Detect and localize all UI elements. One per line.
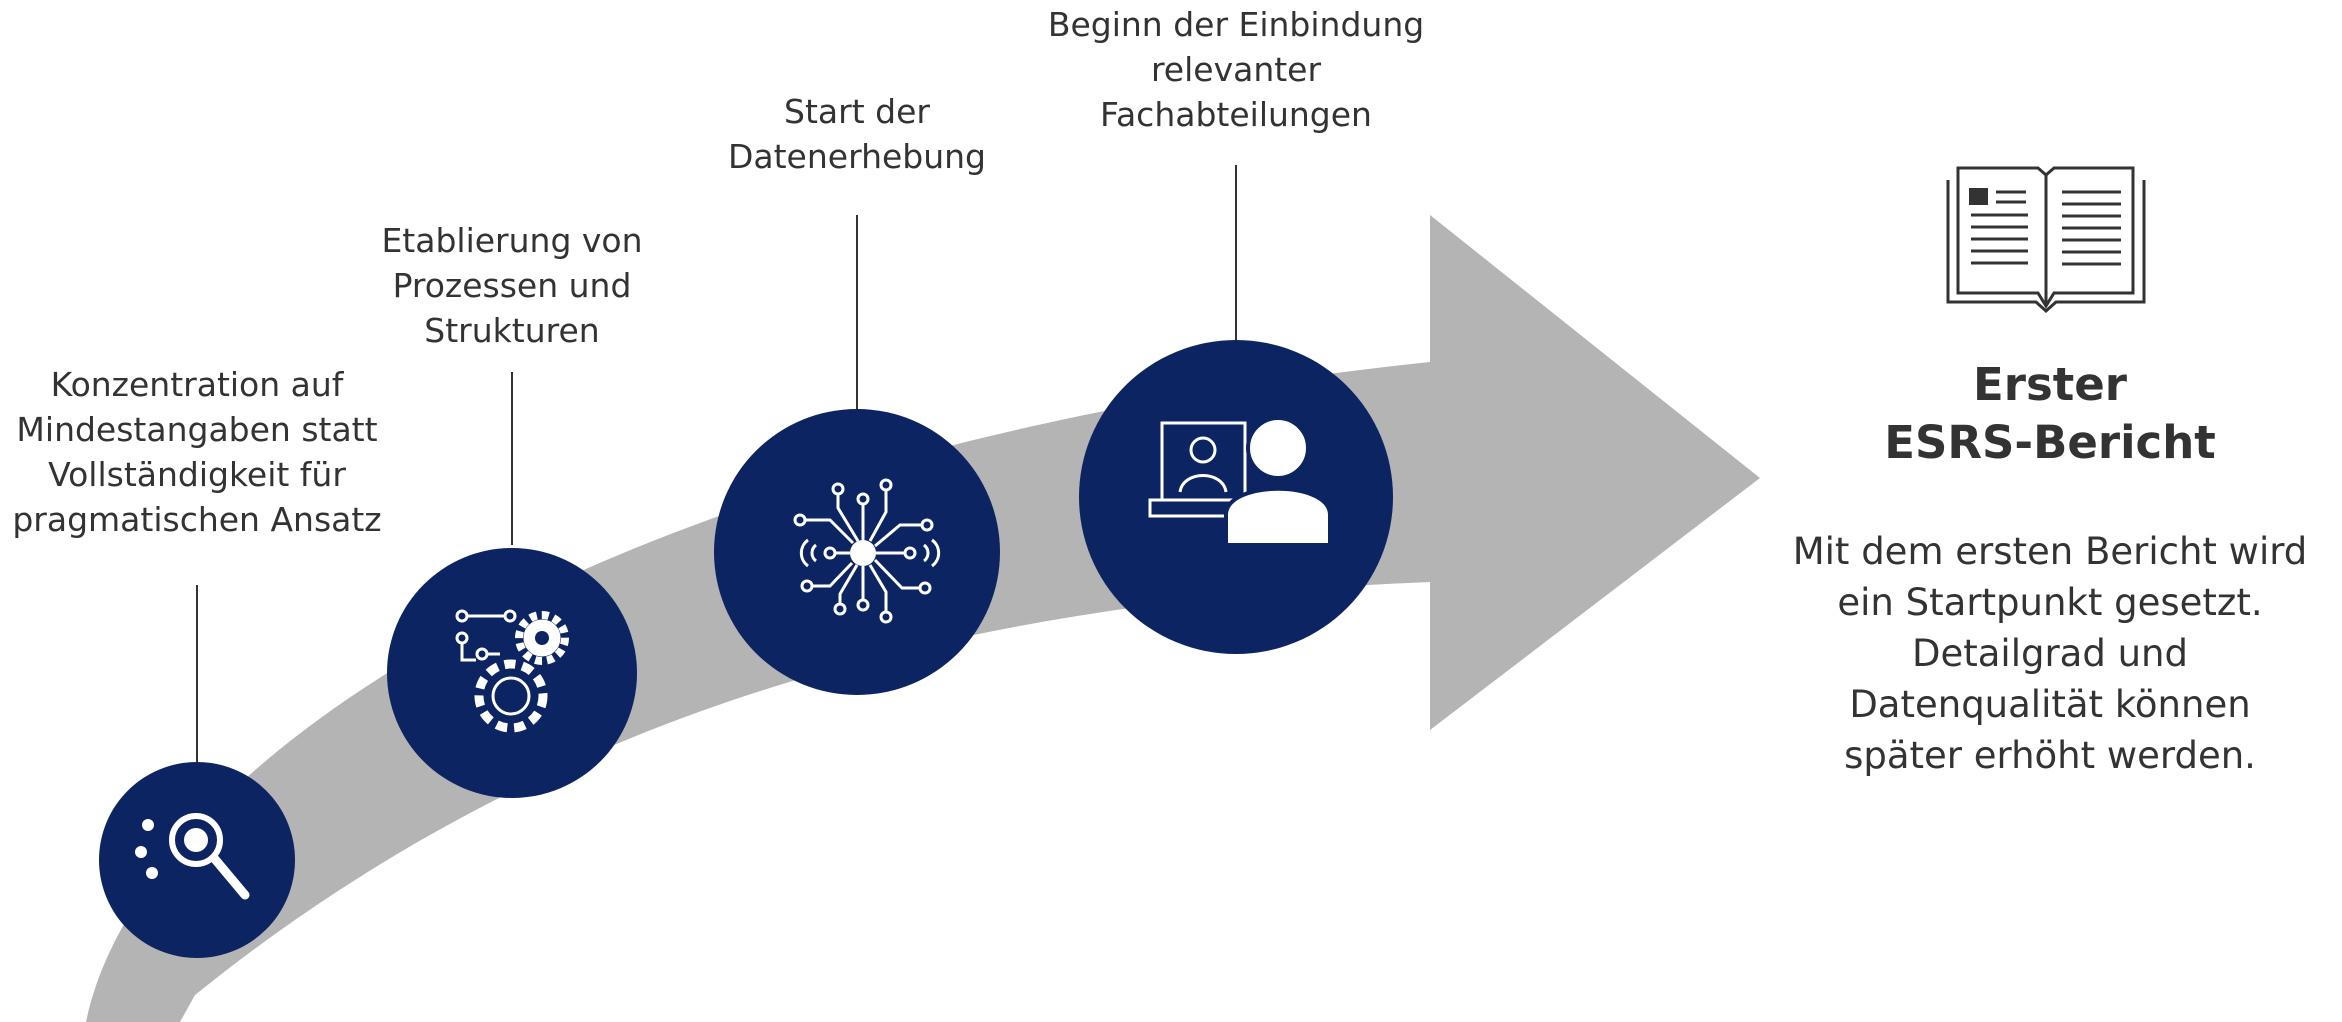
step-4-label-line: Beginn der Einbindung: [1047, 5, 1425, 44]
step-2-label-line: Strukturen: [424, 311, 600, 350]
step-1-label: Konzentration auf Mindestangaben statt V…: [0, 362, 394, 542]
step-1-label-line: Mindestangaben statt: [16, 410, 378, 449]
step-2-label-line: Etablierung von: [381, 221, 643, 260]
step-1-label-line: pragmatischen Ansatz: [12, 500, 382, 539]
step-2-label-line: Prozessen und: [392, 266, 632, 305]
step-3-node: [714, 409, 1000, 695]
report-description-line: ein Startpunkt gesetzt.: [1837, 581, 2263, 624]
report-description-line: Detailgrad und: [1911, 632, 2188, 675]
report-title-line: ESRS-Bericht: [1884, 416, 2216, 469]
step-4-label: Beginn der Einbindung relevanter Fachabt…: [1041, 2, 1431, 137]
step-1-label-line: Konzentration auf: [50, 365, 344, 404]
data-circuit-icon: [793, 478, 941, 624]
step-3-label-line: Datenerhebung: [727, 137, 987, 176]
report-description: Mit dem ersten Bericht wird ein Startpun…: [1740, 526, 2342, 781]
step-3-label: Start der Datenerhebung: [682, 89, 1032, 179]
step-4-node: [1079, 340, 1393, 654]
step-1-label-line: Vollständigkeit für: [48, 455, 346, 494]
report-description-line: Datenqualität können: [1849, 683, 2251, 726]
step-1-node: [99, 762, 295, 958]
open-book-icon: [1946, 166, 2146, 314]
step-3-label-line: Start der: [784, 92, 930, 131]
step-4-label-line: Fachabteilungen: [1100, 95, 1372, 134]
step-2-node: [387, 548, 637, 798]
search-magnifier-icon: [135, 813, 250, 900]
step-4-label-line: relevanter: [1150, 50, 1322, 89]
video-call-person-icon: [1148, 416, 1332, 547]
report-title-line: Erster: [1973, 358, 2127, 411]
step-2-label: Etablierung von Prozessen und Strukturen: [337, 218, 687, 353]
report-description-line: Mit dem ersten Bericht wird: [1792, 530, 2308, 573]
report-title: Erster ESRS-Bericht: [1830, 356, 2270, 472]
report-description-line: später erhöht werden.: [1844, 734, 2256, 777]
process-gears-icon: [455, 609, 569, 733]
